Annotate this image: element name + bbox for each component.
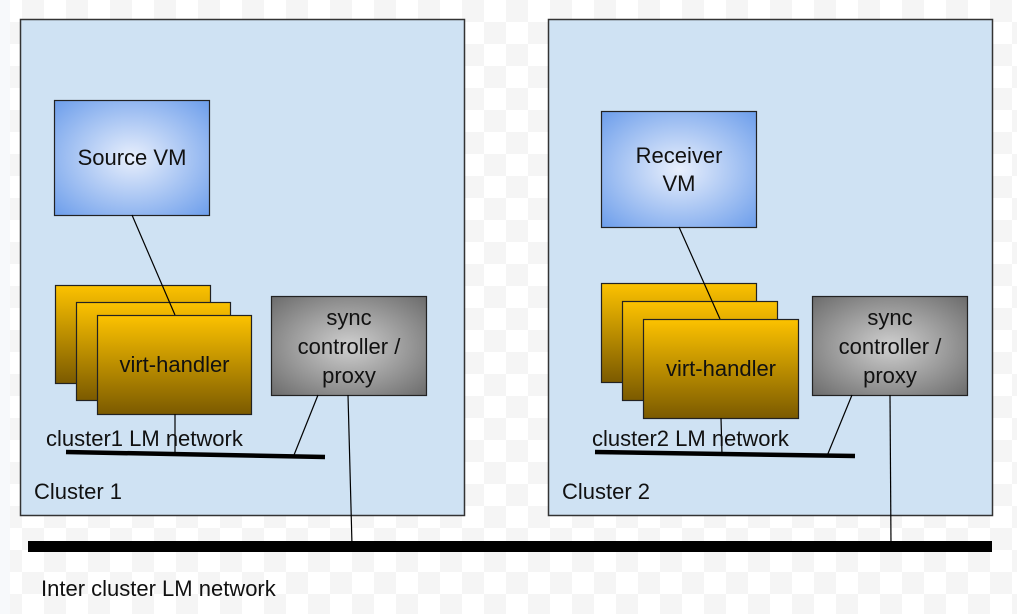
virt-handler-label-1: virt-handler: [119, 351, 230, 377]
virt-handler-card-front-2[interactable]: [642, 318, 800, 420]
sync-to-network-line-1: [293, 394, 319, 456]
sync-line-3: proxy: [863, 362, 917, 388]
receiver-vm-label: Receiver VM: [601, 111, 757, 228]
sync-controller-box-2[interactable]: [811, 295, 969, 397]
cluster-2-box: [547, 18, 994, 517]
sync-controller-label-1: sync controller / proxy: [271, 296, 427, 396]
cluster-2-label: Cluster 2: [562, 479, 651, 504]
virt-handler-label-2: virt-handler: [665, 355, 777, 381]
receiver-line-2: VM: [662, 170, 696, 196]
sync-to-network-line-2: [826, 394, 853, 457]
sync-line-2: controller /: [297, 333, 401, 359]
sync-controller-box-1[interactable]: [270, 295, 428, 397]
handler-to-network-line-2: [720, 417, 723, 456]
virt-handler-card-front[interactable]: [96, 314, 253, 416]
vm-to-handler-line-2: [678, 226, 721, 320]
sync-line-1: sync: [326, 304, 372, 330]
sync-line-3: proxy: [322, 362, 376, 388]
sync-to-inter-line-1: [347, 394, 353, 546]
cluster-1-label: Cluster 1: [34, 479, 123, 504]
cluster-1-network-label: cluster1 LM network: [46, 426, 243, 451]
inter-cluster-network-bar: [28, 541, 992, 552]
left-margin: [0, 0, 10, 614]
sync-controller-label-2: sync controller / proxy: [812, 296, 968, 396]
sync-line-2: controller /: [838, 333, 942, 359]
cluster-2-network-bar: [594, 449, 856, 459]
sync-to-inter-line-2: [889, 394, 892, 546]
sync-line-1: sync: [867, 304, 913, 330]
cluster-1-network-bar: [65, 449, 326, 460]
receiver-line-1: Receiver: [635, 142, 723, 168]
inter-cluster-network-label: Inter cluster LM network: [41, 576, 276, 601]
receiver-vm-box[interactable]: [600, 110, 758, 229]
source-vm-label: Source VM: [77, 144, 187, 170]
source-vm-box[interactable]: [53, 99, 211, 217]
vm-to-handler-line-1: [131, 214, 176, 316]
cluster-2-network-label: cluster2 LM network: [592, 426, 789, 451]
